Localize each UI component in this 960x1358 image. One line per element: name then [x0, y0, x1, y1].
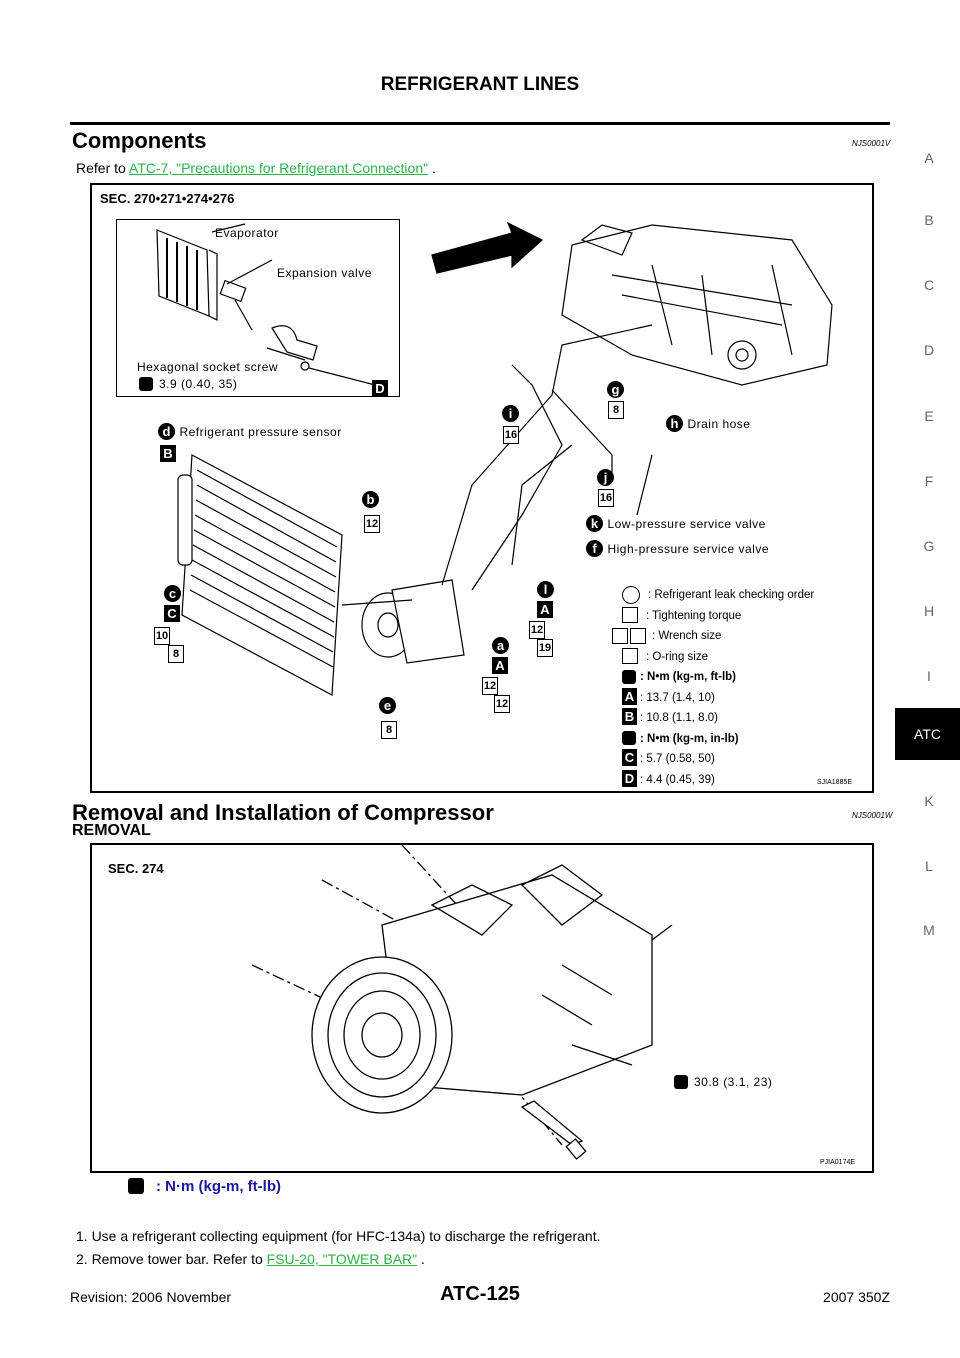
num-16-i: 16	[503, 426, 519, 444]
badge-A-l: A	[537, 601, 553, 618]
legend: : Refrigerant leak checking order : Tigh…	[612, 585, 867, 790]
refer-prefix: Refer to	[76, 160, 129, 176]
callout-f-label: High-pressure service valve	[607, 542, 770, 556]
section-title-components: Components	[72, 128, 207, 153]
callout-k-label: Low-pressure service valve	[607, 517, 766, 531]
num-16-j: 16	[598, 489, 614, 507]
evaporator-label: Evaporator	[215, 226, 279, 240]
num-12-b: 12	[364, 515, 380, 533]
header-rule	[70, 122, 890, 125]
step-2-prefix: 2. Remove tower bar. Refer to	[76, 1251, 267, 1267]
callout-l: l	[537, 581, 554, 598]
legend-A: A: 13.7 (1.4, 10)	[612, 687, 867, 709]
callout-d: d Refrigerant pressure sensor	[158, 423, 342, 441]
legend-unit-inlb: : N•m (kg-m, in-lb)	[612, 729, 867, 750]
side-letter-b: B	[924, 212, 934, 228]
side-letter-m: M	[923, 922, 935, 938]
callout-b: b	[362, 491, 379, 508]
step-2-suffix: .	[417, 1251, 425, 1267]
footer-model: 2007 350Z	[823, 1289, 890, 1305]
page-header: REFRIGERANT LINES	[380, 74, 580, 95]
evaporator-drawing	[156, 223, 380, 387]
callout-k: k Low-pressure service valve	[586, 515, 766, 533]
hex-screw-label: Hexagonal socket screw	[137, 360, 279, 374]
figure2-id: PJIA0174E	[820, 1159, 856, 1166]
callout-d-label: Refrigerant pressure sensor	[179, 425, 342, 439]
callout-f: f High-pressure service valve	[586, 540, 769, 558]
side-tab-atc[interactable]: ATC	[895, 708, 960, 760]
footer-page-number: ATC-125	[440, 1283, 520, 1305]
num-8-e: 8	[381, 721, 397, 739]
num-10: 10	[154, 627, 170, 645]
figure-sec-label: SEC. 270•271•274•276	[100, 191, 235, 206]
hex-torque-value: 3.9 (0.40, 35)	[159, 377, 238, 391]
legend-torque: : Tightening torque	[612, 606, 867, 627]
num-19: 19	[537, 639, 553, 657]
figure-id: SJIA1885E	[817, 779, 853, 786]
side-letter-f: F	[924, 473, 934, 489]
legend-leak: : Refrigerant leak checking order	[612, 585, 867, 606]
legend-D: D: 4.4 (0.45, 39)	[612, 769, 867, 791]
badge-C: C	[164, 605, 180, 622]
step-2: 2. Remove tower bar. Refer to FSU-20, "T…	[76, 1251, 425, 1267]
expansion-valve-label: Expansion valve	[277, 266, 372, 280]
refer-link[interactable]: ATC-7, "Precautions for Refrigerant Conn…	[128, 160, 429, 176]
section2-code: NJS0001W	[852, 811, 893, 820]
side-letter-g: G	[923, 538, 935, 554]
subtitle-removal: REMOVAL	[72, 822, 151, 839]
section-title-removal-installation: Removal and Installation of Compressor	[72, 800, 494, 825]
side-letter-k: K	[924, 793, 934, 809]
side-letter-i: I	[927, 668, 931, 684]
callout-c: c	[164, 585, 181, 602]
section-code: NJS0001V	[852, 139, 891, 148]
side-letter-l: L	[925, 858, 933, 874]
compressor-figure: SEC. 274 30.8 (3.1, 23) PJIA0174E	[90, 843, 874, 1173]
hex-torque-icon	[139, 377, 153, 396]
side-letter-h: H	[923, 603, 935, 619]
footer-revision: Revision: 2006 November	[70, 1289, 232, 1305]
callout-h: h Drain hose	[666, 415, 750, 433]
hex-badge: D	[372, 380, 388, 397]
unit-note: : N·m (kg-m, ft-lb)	[156, 1178, 281, 1195]
callout-g: g	[607, 381, 624, 398]
badge-A-a: A	[492, 657, 508, 674]
legend-B: B: 10.8 (1.1, 8.0)	[612, 708, 867, 729]
legend-oring: : O-ring size	[612, 647, 867, 668]
num-8-g: 8	[608, 401, 624, 419]
callout-e: e	[379, 697, 396, 714]
num-12-a2: 12	[494, 695, 510, 713]
refrigerant-lines-drawing	[177, 221, 833, 696]
step-1: 1. Use a refrigerant collecting equipmen…	[76, 1228, 601, 1244]
side-letter-e: E	[924, 408, 934, 424]
legend-C: C: 5.7 (0.58, 50)	[612, 749, 867, 770]
legend-wrench: : Wrench size	[612, 626, 867, 647]
callout-a: a	[492, 637, 509, 654]
num-12-l: 12	[529, 621, 545, 639]
step-2-link[interactable]: FSU-20, "TOWER BAR"	[266, 1251, 418, 1267]
evaporator-inset: Evaporator Expansion valve Hexagonal soc…	[116, 219, 400, 397]
side-letter-c: C	[923, 277, 935, 293]
unit-note-icon	[128, 1178, 144, 1199]
callout-h-label: Drain hose	[687, 417, 751, 431]
side-letter-a: A	[924, 150, 934, 166]
refer-line: Refer to ATC-7, "Precautions for Refrige…	[76, 160, 436, 176]
compressor-drawing	[251, 845, 673, 1160]
compressor-torque-value: 30.8 (3.1, 23)	[694, 1075, 773, 1089]
components-figure: SEC. 270•271•274•276 Evaporator Expansio…	[90, 183, 874, 793]
badge-B: B	[160, 445, 176, 462]
figure2-sec-label: SEC. 274	[108, 861, 164, 876]
refer-suffix: .	[428, 160, 436, 176]
compressor-torque-icon	[674, 1075, 688, 1094]
num-12-a1: 12	[482, 677, 498, 695]
callout-i: i	[502, 405, 519, 422]
side-letter-d: D	[923, 342, 935, 358]
callout-j: j	[597, 469, 614, 486]
num-8-c: 8	[168, 645, 184, 663]
legend-unit-ftlb: : N•m (kg-m, ft-lb)	[612, 667, 867, 688]
